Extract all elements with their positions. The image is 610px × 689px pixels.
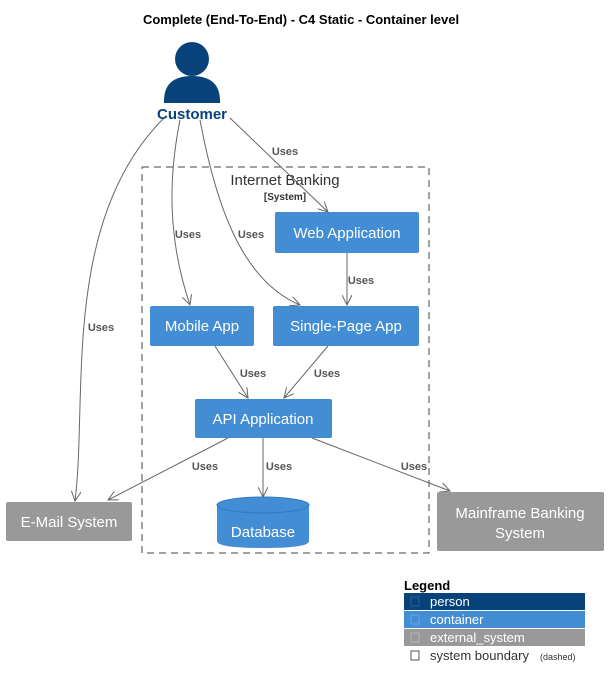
boundary-title: Internet Banking	[230, 172, 339, 189]
edge-label-customer-web: Uses	[272, 146, 298, 158]
edge-label-spa-api: Uses	[314, 368, 340, 380]
legend-external-text: external_system	[430, 630, 525, 645]
edge-label-customer-email: Uses	[88, 322, 114, 334]
legend-dashed-text: (dashed)	[540, 652, 576, 662]
legend-title: Legend	[404, 578, 450, 593]
edge-label-api-email: Uses	[192, 461, 218, 473]
person-icon	[164, 42, 220, 103]
container-web-application[interactable]: Web Application	[275, 212, 419, 253]
container-mobile-app[interactable]: Mobile App	[150, 306, 254, 346]
web-application-label: Web Application	[293, 225, 400, 242]
edge-customer-email	[75, 116, 166, 501]
legend-external-swatch	[404, 629, 585, 646]
edge-api-email	[108, 437, 229, 500]
database-label: Database	[231, 524, 295, 541]
edge-api-mainframe	[311, 437, 450, 491]
edge-label-api-mainframe: Uses	[401, 461, 427, 473]
diagram-title: Complete (End-To-End) - C4 Static - Cont…	[143, 12, 459, 27]
legend-container-swatch	[404, 611, 585, 628]
mainframe-label-line2: System	[495, 525, 545, 542]
container-database[interactable]: Database	[216, 496, 310, 548]
single-page-app-label: Single-Page App	[290, 318, 402, 335]
external-email-system[interactable]: E-Mail System	[6, 502, 132, 541]
api-application-label: API Application	[213, 411, 314, 428]
edge-mobile-api	[214, 345, 248, 398]
legend: Legend person container external_system …	[404, 578, 585, 663]
edge-label-customer-spa: Uses	[238, 229, 264, 241]
external-mainframe-system[interactable]: Mainframe Banking System	[437, 492, 604, 551]
edge-customer-web	[229, 117, 328, 212]
boundary-type: [System]	[264, 192, 306, 203]
edges	[75, 116, 450, 501]
legend-boundary-text: system boundary	[430, 648, 529, 663]
container-api-application[interactable]: API Application	[195, 399, 332, 438]
legend-boundary-marker-icon	[410, 650, 420, 661]
person-customer[interactable]: Customer	[157, 42, 227, 123]
edge-customer-mobile	[171, 119, 190, 305]
edge-spa-api	[284, 345, 329, 398]
legend-external-marker-icon	[410, 632, 420, 643]
legend-person-text: person	[430, 594, 470, 609]
container-single-page-app[interactable]: Single-Page App	[273, 306, 419, 346]
edge-label-customer-mobile: Uses	[175, 229, 201, 241]
legend-person-swatch	[404, 593, 585, 610]
mobile-app-label: Mobile App	[165, 318, 239, 335]
legend-person-marker-icon	[410, 596, 420, 607]
person-label: Customer	[157, 106, 227, 123]
mainframe-label-line1: Mainframe Banking	[455, 505, 584, 522]
edge-label-web-spa: Uses	[348, 275, 374, 287]
system-boundary	[141, 166, 430, 554]
legend-container-marker-icon	[410, 614, 420, 625]
edge-label-mobile-api: Uses	[240, 368, 266, 380]
edge-label-api-db: Uses	[266, 461, 292, 473]
email-system-label: E-Mail System	[21, 514, 118, 531]
edge-customer-spa	[199, 119, 300, 305]
legend-container-text: container	[430, 612, 484, 627]
